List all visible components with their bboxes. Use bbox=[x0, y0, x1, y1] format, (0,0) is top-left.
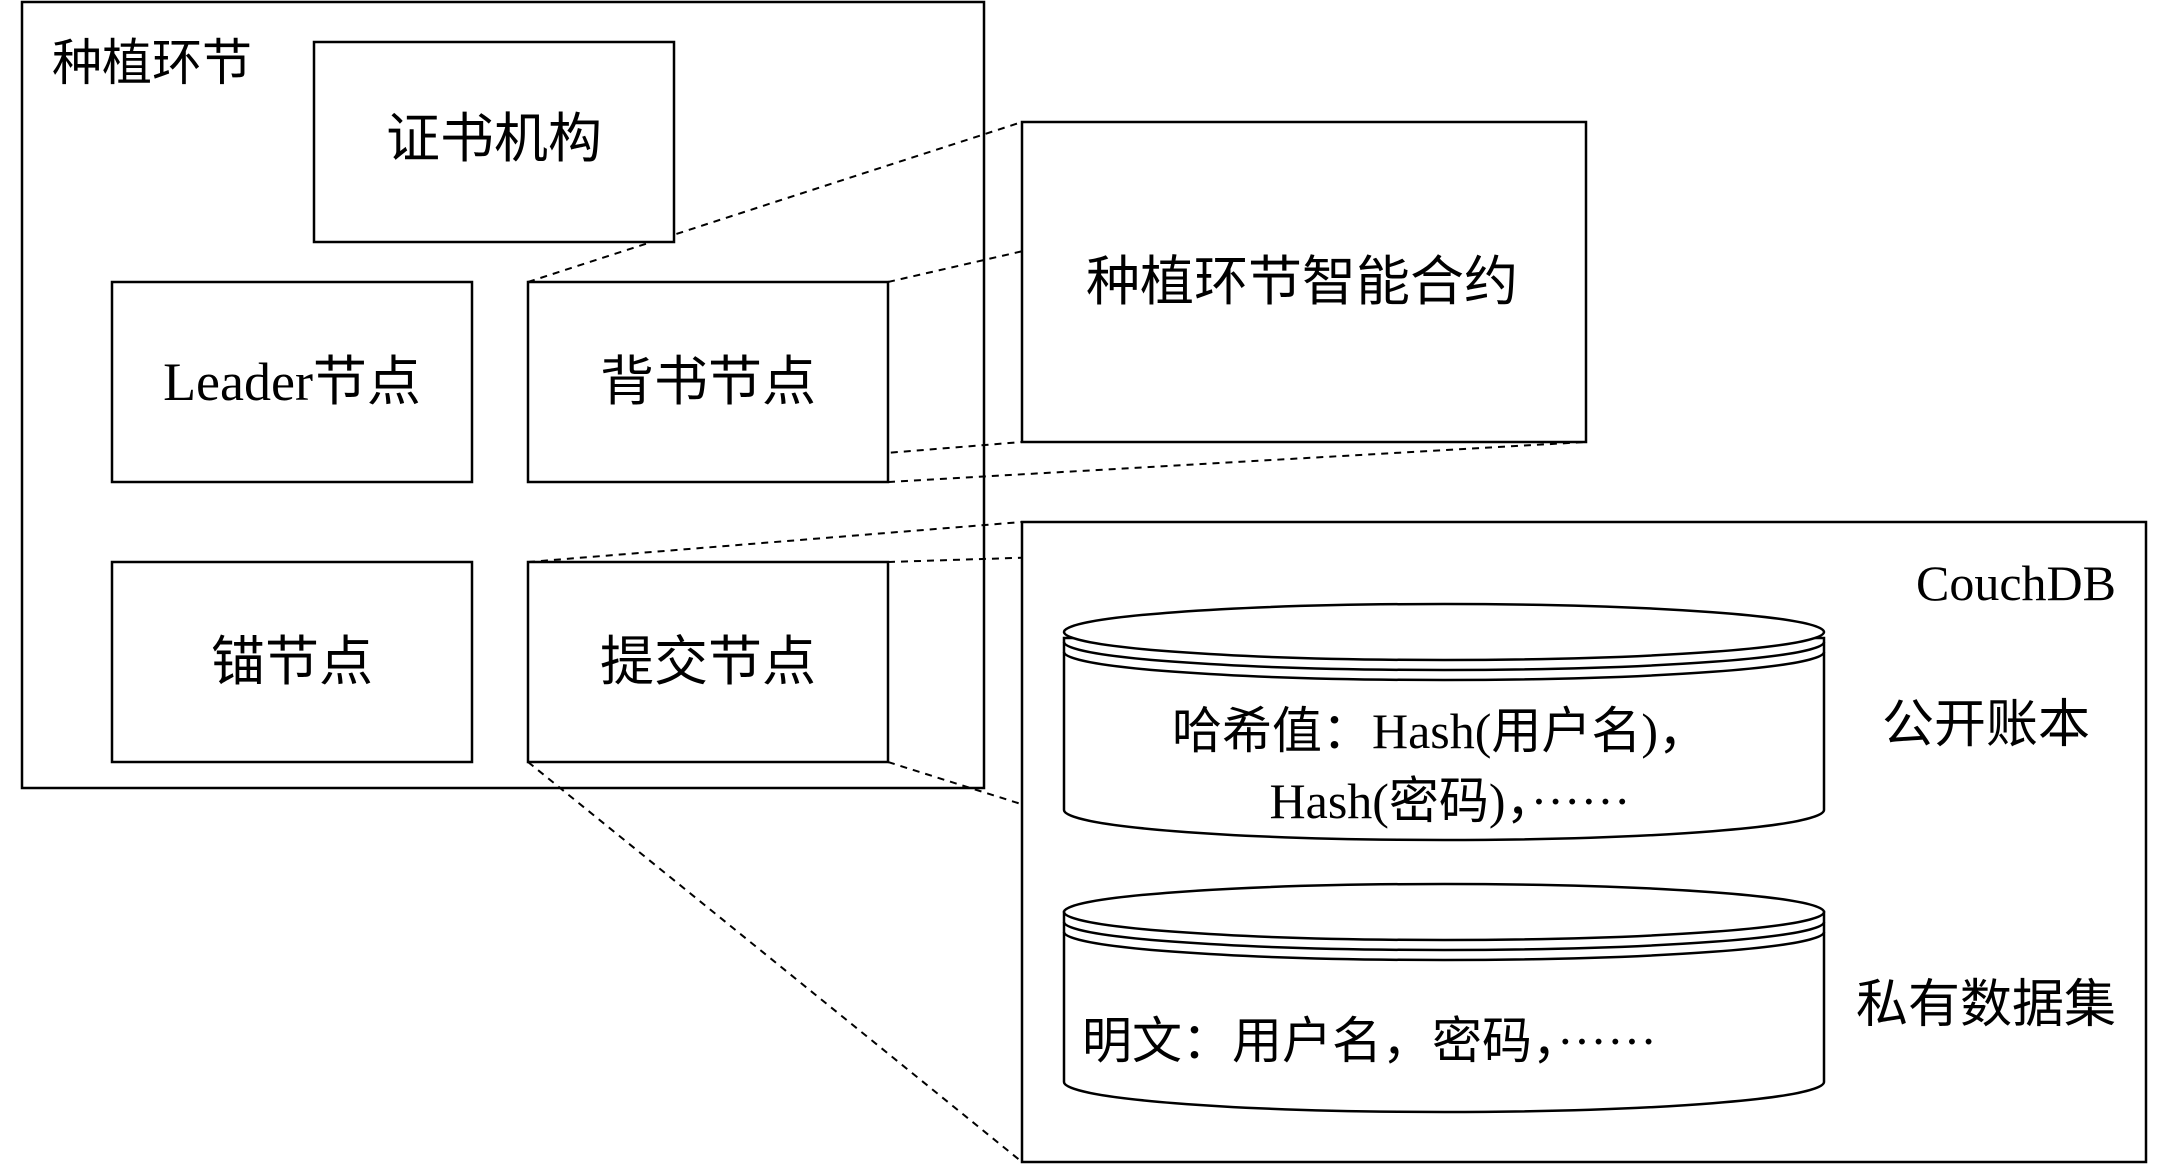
private-data-rim-2 bbox=[1062, 931, 1826, 962]
connector-endorsing-to-contract-bottom-right bbox=[887, 441, 1587, 483]
certificate-authority-label: 证书机构 bbox=[386, 109, 602, 169]
endorsing-node-box bbox=[526, 280, 890, 484]
public-ledger-rim-2 bbox=[1062, 651, 1826, 682]
connector-endorsing-to-contract-top-left bbox=[527, 121, 1023, 283]
planting-stage-frame bbox=[20, 0, 986, 790]
leader-node-box bbox=[110, 280, 474, 484]
planting-stage-title: 种植环节 bbox=[52, 35, 252, 91]
private-data-body bbox=[1062, 910, 1826, 1114]
private-data-line-1: 明文：用户名，密码，······ bbox=[1082, 1013, 1657, 1069]
couchdb-title: CouchDB bbox=[1916, 555, 2116, 611]
connector-committing-to-couchdb-bottom-left bbox=[527, 761, 1023, 1163]
smart-contract-group: 种植环节智能合约 bbox=[1020, 120, 1588, 444]
private-data-label: 私有数据集 bbox=[1856, 977, 2116, 1034]
public-ledger-line-1: 哈希值：Hash(用户名)， bbox=[1172, 703, 1708, 759]
smart-contract-label: 种植环节智能合约 bbox=[1086, 252, 1518, 312]
certificate-authority-box bbox=[312, 40, 676, 244]
private-data-cylinder: 明文：用户名，密码，······ bbox=[1062, 882, 1826, 1114]
public-ledger-body bbox=[1062, 636, 1826, 842]
couchdb-group: CouchDB 哈希值：Hash(用户名)， Hash(密码)，······ 公… bbox=[1020, 520, 2148, 1164]
private-data-rim-1 bbox=[1062, 921, 1826, 952]
public-ledger-top bbox=[1062, 602, 1826, 662]
committing-node-label: 提交节点 bbox=[600, 632, 816, 692]
anchor-node-label: 锚节点 bbox=[211, 632, 373, 692]
committing-node-box bbox=[526, 560, 890, 764]
public-ledger-cylinder: 哈希值：Hash(用户名)， Hash(密码)，······ bbox=[1062, 602, 1826, 842]
public-ledger-rim-1 bbox=[1062, 641, 1826, 672]
private-data-top bbox=[1062, 882, 1826, 942]
leader-node-label: Leader节点 bbox=[163, 352, 421, 412]
smart-contract-box bbox=[1020, 120, 1588, 444]
connector-endorsing-to-contract-top-right bbox=[887, 121, 1587, 283]
endorsing-node-label: 背书节点 bbox=[600, 352, 816, 412]
public-ledger-line-2: Hash(密码)，······ bbox=[1270, 773, 1631, 829]
connector-committing-to-couchdb-top-left bbox=[527, 521, 1023, 563]
planting-stage-group: 种植环节 证书机构 Leader节点 背书节点 锚节点 提交节点 bbox=[20, 0, 986, 790]
anchor-node-box bbox=[110, 560, 474, 764]
public-ledger-label: 公开账本 bbox=[1882, 697, 2090, 754]
